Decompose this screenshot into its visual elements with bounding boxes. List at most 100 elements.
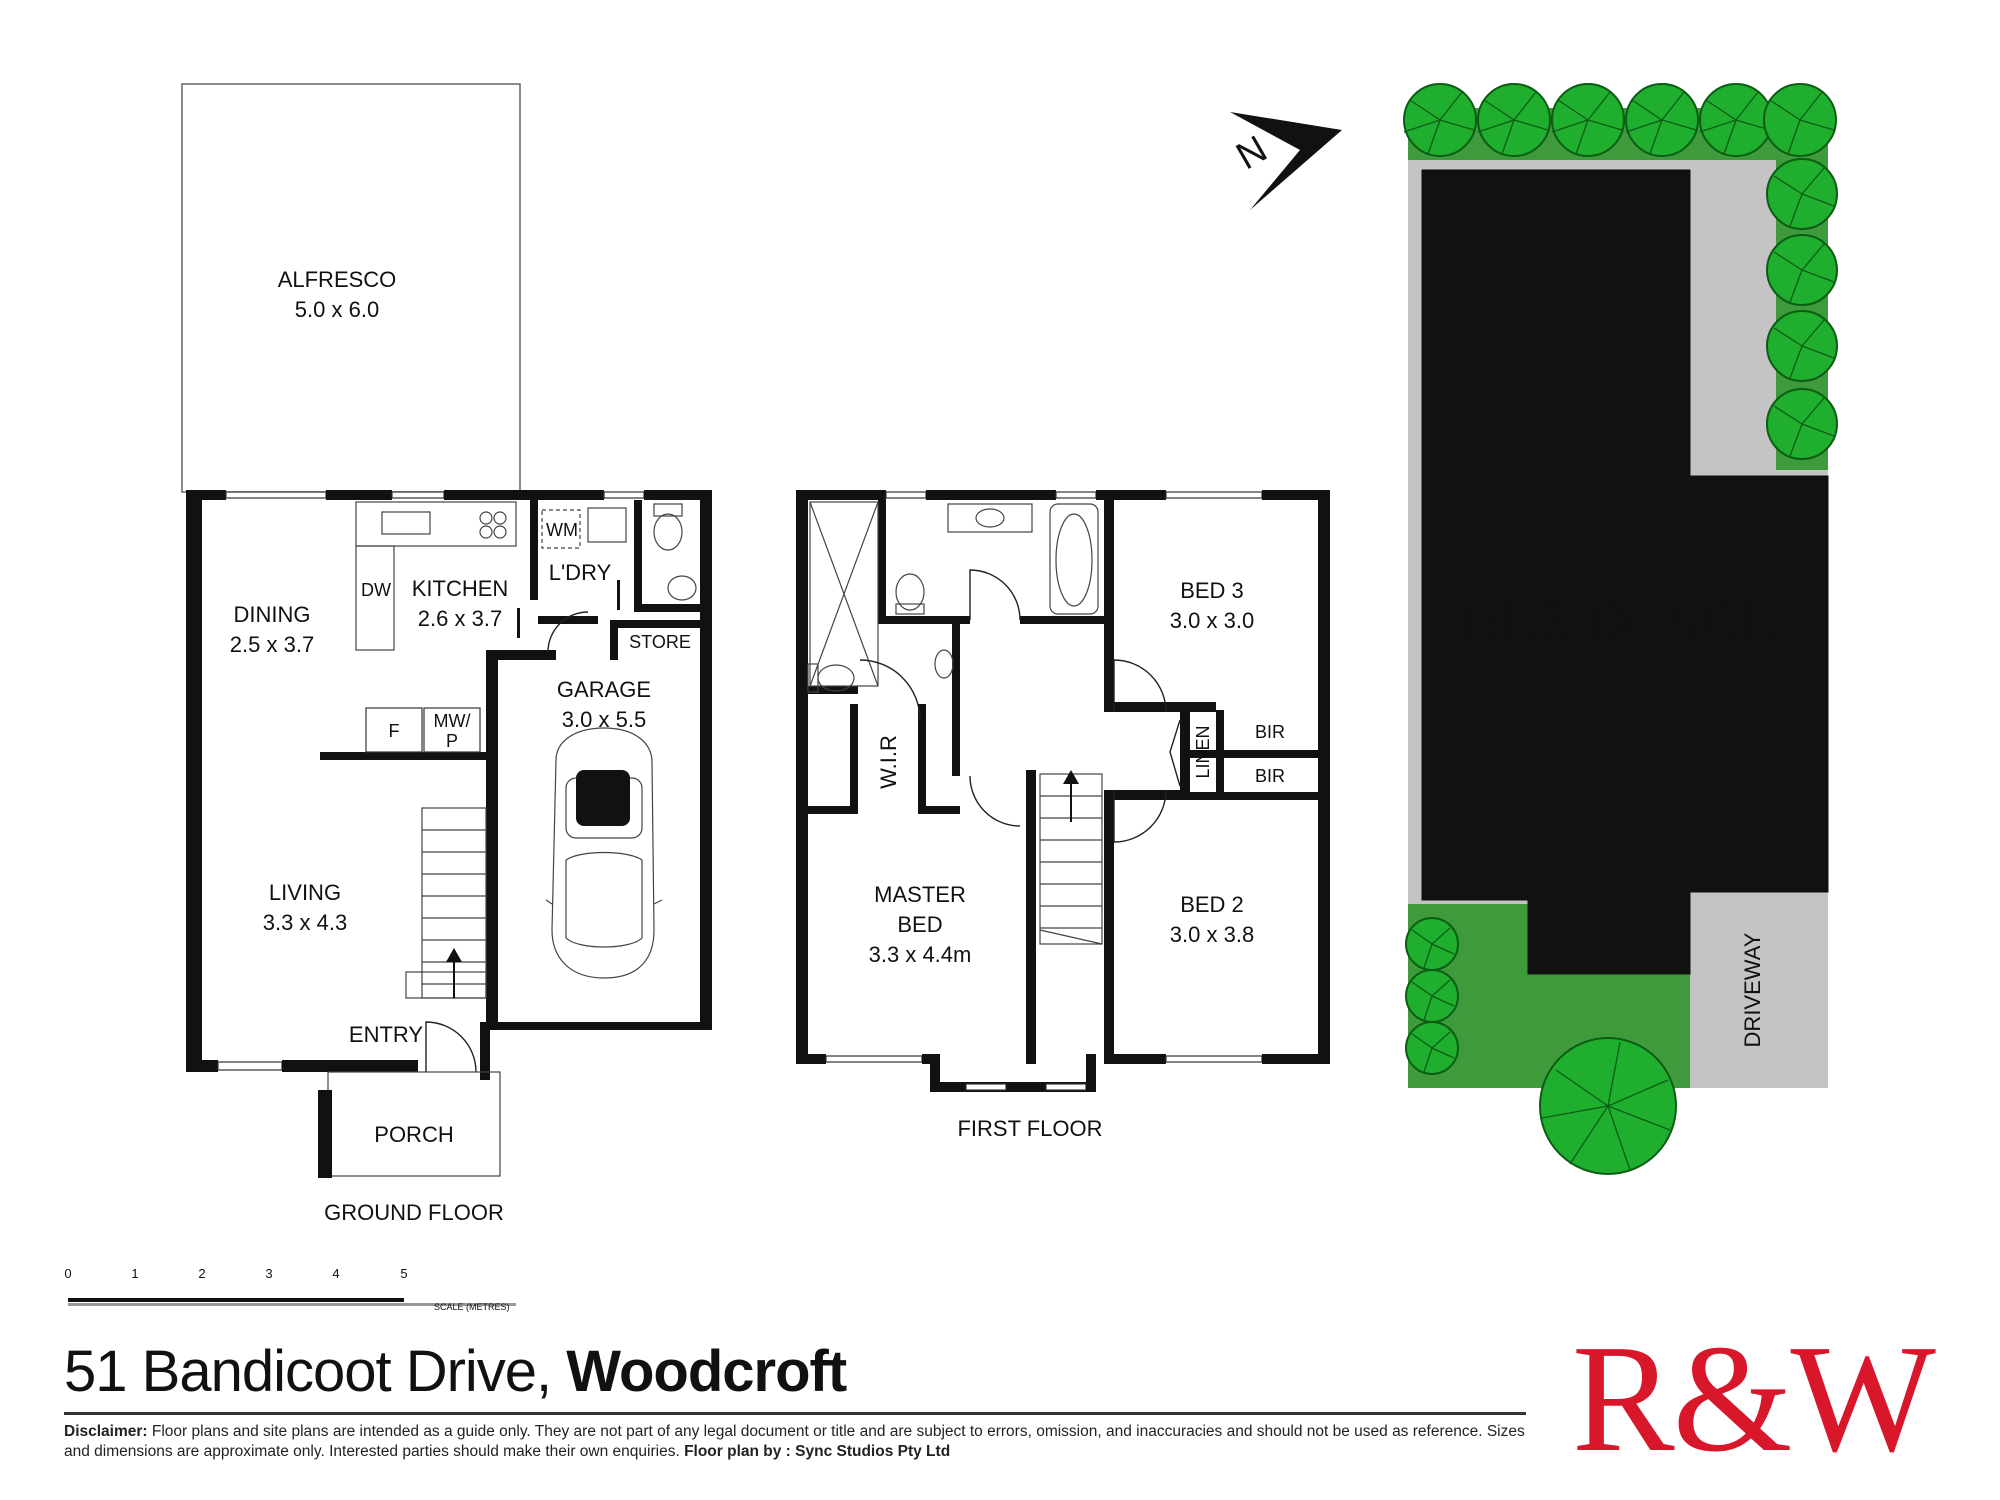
kitchen-door-arrow [517,608,520,638]
kitchen-window [391,491,445,499]
bath-door-swing [969,569,1021,621]
tree-icon [1766,158,1838,230]
ground-stairs [405,807,487,999]
bed2-label: BED 2 [1180,892,1244,917]
bed3-door-swing [1113,659,1167,713]
first-wall-bottom-a [796,1054,826,1064]
wir-bottom-right [918,806,960,814]
kitchen-bench [355,501,517,547]
driveway-paving [1690,886,1828,1088]
scale-tick-0: 0 [64,1266,71,1281]
master-bay-window [965,1083,1007,1091]
ground-basin [667,575,697,601]
ground-wall-top-mid2 [444,490,604,500]
wir-wall-left [850,704,858,814]
ground-toilet [653,513,683,551]
tree-icon [1763,83,1837,157]
scale-caption: SCALE (METRES) [434,1302,510,1312]
first-wall-bottom-d [1262,1054,1328,1064]
cooktop-burner [479,511,493,525]
master-window [825,1055,923,1063]
master-door-swing [969,775,1021,827]
linen-wall [1180,710,1190,794]
cooktop-burner [479,525,493,539]
garage-size: 3.0 x 5.5 [562,707,646,732]
cooktop-burner [493,511,507,525]
ensuite-door-swing [859,659,921,721]
car-icon [545,727,663,979]
laundry-window [603,491,645,499]
tree-icon [1766,234,1838,306]
tree-icon [1551,83,1625,157]
scale-bar: 0 1 2 3 4 5 SCALE (METRES) [64,1266,516,1312]
bathtub [1049,503,1099,615]
tree-icon [1766,388,1838,460]
microwave-pantry [423,707,481,753]
garage-wall-top [486,650,556,660]
ground-toilet-cistern [653,503,683,517]
first-window-top-b [1055,491,1097,499]
wc-bottom-wall [634,604,710,612]
bed3-window [1165,491,1263,499]
tree-icon [1405,917,1459,971]
ensuite-wall [808,686,858,694]
kitchen-label: KITCHEN [412,576,509,601]
kitchen-laundry-wall [530,500,538,600]
ground-wall-bottom-mid [282,1060,418,1072]
bed2-size: 3.0 x 3.8 [1170,922,1254,947]
entry-label: ENTRY [349,1022,423,1047]
store-wall [610,620,710,628]
first-floor-plan: BED 3 3.0 x 3.0 BIR BIR LINEN W.I.R MAST… [796,490,1330,1141]
linen-door-swing [1169,719,1181,787]
ensuite-basin [934,649,954,679]
ensuite-toilet-cistern [807,663,819,693]
laundry-bottom-wall [538,616,598,624]
first-window-top-a [885,491,927,499]
first-wall-top-b [926,490,1056,500]
master-size: 3.3 x 4.4m [869,942,972,967]
footer-rule [64,1412,1526,1415]
scale-tick-1: 1 [131,1266,138,1281]
first-toilet [895,573,925,611]
scale-tick-5: 5 [400,1266,407,1281]
bath-wall-bottom [1020,616,1114,624]
laundry-tub [587,507,627,543]
first-wall-top-a [796,490,886,500]
linen-label: LINEN [1193,725,1213,778]
porch-label: PORCH [374,1122,453,1147]
bed3-size: 3.0 x 3.0 [1170,608,1254,633]
master-label-line1: MASTER [874,882,966,907]
living-label: LIVING [269,880,341,905]
scale-tick-4: 4 [332,1266,339,1281]
agency-logo: R&W [1572,1314,1936,1484]
first-wall-top-c [1096,490,1166,500]
bed3-label: BED 3 [1180,578,1244,603]
first-floor-title: FIRST FLOOR [957,1116,1102,1141]
residence-outline [1421,169,1829,975]
fridge-space [365,707,423,753]
porch-post [318,1090,332,1178]
wir-label: W.I.R [876,735,901,789]
garage-wall-left [486,652,498,1030]
ground-wall-bottom-left [186,1060,218,1072]
entry-wall-right [480,1022,490,1080]
ground-wall-top-left [186,490,226,500]
mw-label-line1: MW/ [434,711,471,731]
garage-wall-bottom [490,1022,712,1030]
dining-size: 2.5 x 3.7 [230,632,314,657]
address-street: 51 Bandicoot Drive, [64,1339,552,1404]
pantry-wall [320,752,490,760]
bed2-door-swing [1113,789,1167,843]
laundry-door-swing [547,611,589,653]
bathtub-inner [1055,513,1093,607]
disclaimer: Disclaimer: Floor plans and site plans a… [64,1422,1554,1462]
store-wall-left [610,620,618,660]
north-arrow-icon: N [1230,112,1342,210]
laundry-label: L'DRY [549,560,612,585]
wir-wall-right [918,704,926,814]
garage-label: GARAGE [557,677,651,702]
living-window [217,1061,283,1071]
bed3-wall-bottom [1104,702,1216,712]
dining-label: DINING [234,602,311,627]
cooktop-burner [493,525,507,539]
